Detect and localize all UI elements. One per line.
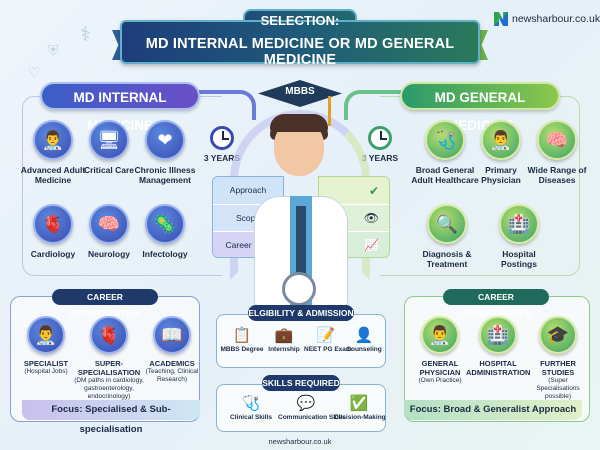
title-line1: SELECTION:	[260, 13, 340, 28]
doctor-icon: 👨‍⚕️	[27, 316, 65, 354]
internal-item-chronic-illness: ❤ Chronic Illness Management	[130, 120, 200, 185]
mbbs-label: MBBS	[285, 86, 315, 97]
internal-medicine-header: MD INTERNAL MEDICINE	[40, 82, 200, 133]
graduation-cap-icon: 🎓	[539, 316, 577, 354]
general-item-wide-range: 🧠 Wide Range of Diseases	[522, 120, 592, 185]
clock-icon	[368, 126, 392, 150]
student-tie	[296, 206, 306, 286]
skills-header: SKILLS REQUIRED	[262, 375, 340, 391]
student-hair-top	[270, 114, 328, 132]
arrow-to-internal	[196, 90, 256, 120]
general-duration: 3 YEARS	[358, 126, 402, 163]
chat-bubbles-icon: 💬	[296, 395, 316, 412]
elig-internship: 💼 Internship	[262, 326, 306, 353]
internal-focus: Focus: Specialised & Sub-specialisation	[22, 400, 200, 435]
elig-mbbs-degree: 📋 MBBS Degree	[220, 327, 264, 353]
heart-organ-icon: 🫀	[90, 316, 128, 354]
clock-icon	[210, 126, 234, 150]
general-focus: Focus: Broad & Generalist Approach	[404, 400, 582, 420]
stethoscope-icon: 🩺	[425, 120, 465, 160]
doctor-icon: 👨‍⚕️	[481, 120, 521, 160]
hospital-icon: 🏥	[479, 316, 517, 354]
heart-organ-icon: 🫀	[33, 204, 73, 244]
brand-name: newsharbour.co.uk	[512, 13, 600, 25]
skill-decision-making: ✅ Decision-Making	[334, 395, 386, 421]
general-medicine-header: MD GENERAL MEDICINE	[400, 82, 560, 133]
career-academics: 📖 ACADEMICS (Teaching, Clinical Research…	[140, 316, 204, 384]
eligibility-header: ELGIBILITY & ADMISSION	[248, 305, 354, 321]
virus-icon: 🦠	[145, 204, 185, 244]
career-super-specialisation: 🫀 SUPER-SPECIALISATION (DM paths in card…	[74, 316, 144, 401]
page-title: MD INTERNAL MEDICINE OR MD GENERAL MEDIC…	[145, 36, 455, 68]
internal-duration: 3 YEARS	[200, 126, 244, 163]
career-further-studies: 🎓 FURTHER STUDIES (Super Specialisations…	[526, 316, 590, 401]
internal-item-critical-care: 🖥 Critical Care	[74, 120, 144, 175]
career-specialist: 👨‍⚕️ SPECIALIST (Hospital Jobs)	[14, 316, 78, 376]
elig-neet-pg: 📝 NEET PG Exam	[304, 327, 352, 353]
doctor-icon: 👨‍⚕️	[33, 120, 73, 160]
compass-icon	[282, 272, 316, 306]
shield-cross-icon: ⛨	[48, 42, 59, 58]
internal-item-infectology: 🦠 Infectology	[130, 204, 200, 259]
book-icon: 📖	[153, 316, 191, 354]
brand-logo[interactable]: newsharbour.co.uk	[494, 12, 600, 26]
cap-tassel	[328, 96, 331, 126]
patient-heart-icon: ❤	[145, 120, 185, 160]
stethoscope-icon: 🩺	[241, 395, 261, 412]
n-logo-icon	[494, 12, 508, 26]
clipboard-icon: 📋	[232, 327, 252, 344]
briefcase-icon: 💼	[274, 327, 294, 344]
magnifier-tools-icon: 🔍	[427, 204, 467, 244]
exam-clipboard-icon: 📝	[316, 327, 336, 344]
stethoscope-icon: ⚕	[80, 24, 91, 46]
general-career-header: CAREER OPPORTUNITIES	[443, 289, 549, 318]
doctor-icon: 👨‍⚕️	[421, 316, 459, 354]
title-banner: SELECTION: MD INTERNAL MEDICINE OR MD GE…	[120, 13, 480, 68]
general-item-primary-physician: 👨‍⚕️ Primary Physician	[466, 120, 536, 185]
internal-item-cardiology: 🫀 Cardiology	[18, 204, 88, 259]
general-item-hospital-postings: 🏥 Hospital Postings	[484, 204, 554, 269]
internal-career-header: CAREER OPPORTUNITIES	[52, 289, 158, 318]
career-general-physician: 👨‍⚕️ GENERAL PHYSICIAN (Own Practice)	[408, 316, 472, 385]
skills-box	[216, 384, 386, 432]
elig-counseling: 👤 Counseling	[342, 326, 386, 353]
monitor-cross-icon: 🖥	[89, 120, 129, 160]
internal-item-advanced-adult-medicine: 👨‍⚕️ Advanced Adult Medicine	[18, 120, 88, 185]
career-hospital-admin: 🏥 HOSPITAL ADMINISTRATION	[466, 316, 530, 377]
footer-site[interactable]: newsharbour.co.uk	[268, 437, 332, 446]
general-item-diagnosis: 🔍 Diagnosis & Treatment	[412, 204, 482, 269]
person-check-icon: 👤	[354, 327, 374, 344]
network-brain-icon: 🧠	[537, 120, 577, 160]
skill-clinical: 🩺 Clinical Skills	[226, 394, 276, 421]
arrow-to-general	[344, 90, 404, 120]
brain-icon: 🧠	[89, 204, 129, 244]
heart-pulse-icon: ♡	[28, 64, 41, 80]
head-check-icon: ✅	[349, 395, 369, 412]
internal-item-neurology: 🧠 Neurology	[74, 204, 144, 259]
general-item-broad-healthcare: 🩺 Broad General Adult Healthcare	[410, 120, 480, 185]
skill-communication: 💬 Communication Skills	[278, 395, 346, 421]
hospital-icon: 🏥	[499, 204, 539, 244]
